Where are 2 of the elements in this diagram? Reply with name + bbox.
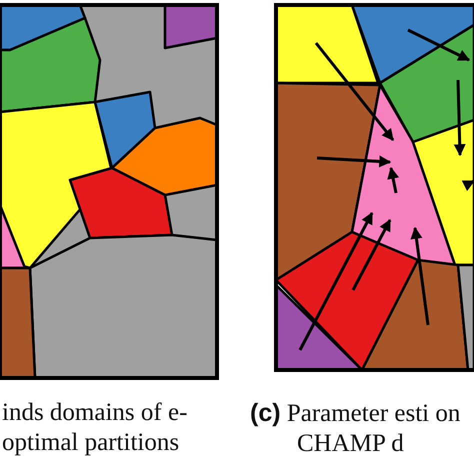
- caption-text: (c) Parameter esti on CHAMP d: [250, 398, 462, 459]
- caption-text: inds domains of e-optimal partitions: [2, 398, 188, 458]
